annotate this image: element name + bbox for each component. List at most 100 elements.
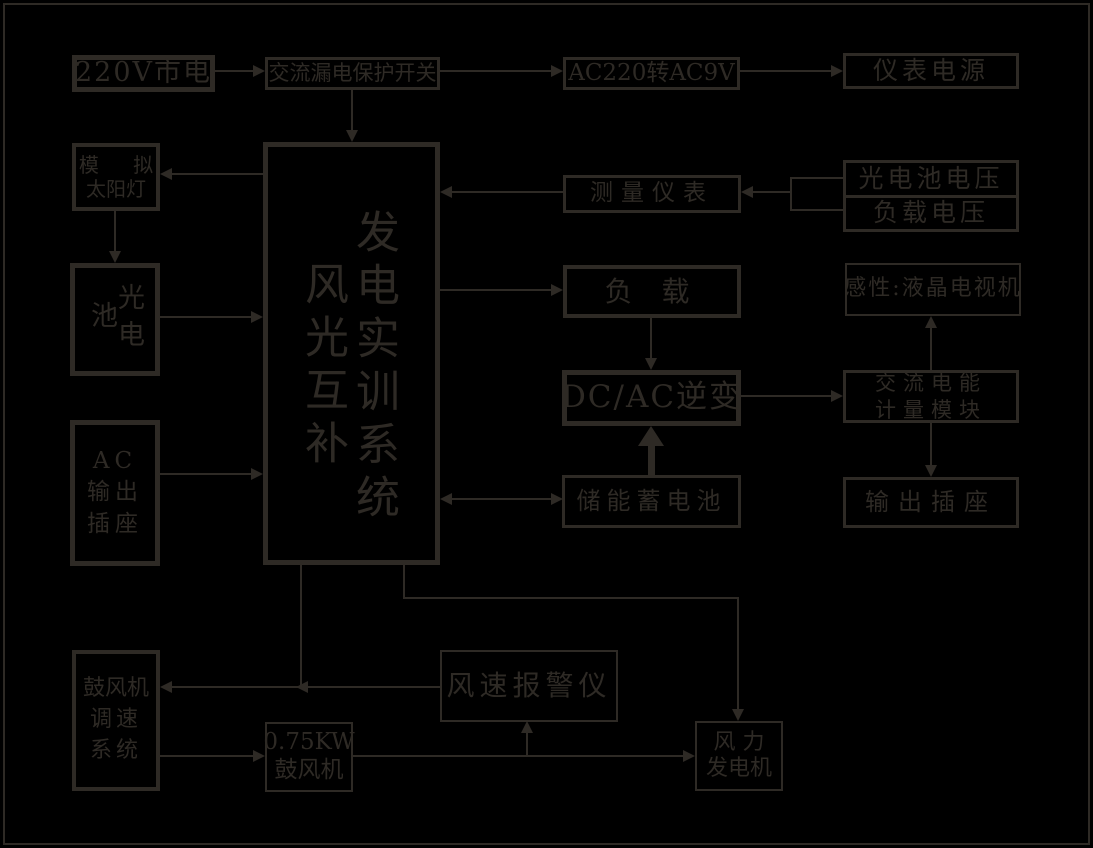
line-main-to-load [440,289,551,291]
load-voltage-label: 负载电压 [872,198,989,228]
node-ac-outlet: AC 输出 插座 [70,420,160,566]
node-solar-lamp-line2: 太阳灯 [86,177,146,201]
line-solar-lamp-to-pv [114,211,116,251]
arrowhead-energy-meter-to-tv [925,316,937,328]
node-dc-ac-inverter-label: DC/AC逆变 [560,379,743,416]
arrowhead-pv-to-main [251,311,263,323]
connector-voltage-bracket [790,177,846,211]
line-ac220-to-instrument [740,70,833,72]
node-load: 负 载 [563,265,741,318]
arrowhead-energy-meter-to-socket [925,465,937,477]
line-energy-meter-to-socket [930,423,932,465]
arrowhead-main-to-windgen [732,709,744,721]
node-inductive-tv-label: 感性:液晶电视机 [844,276,1022,302]
arrowhead-blower-to-windgen [683,750,695,762]
line-pv-to-main [160,316,251,318]
arrowhead-leakage-to-ac220 [551,65,563,77]
node-storage-battery-label: 储能蓄电池 [576,487,727,516]
line-voltage-to-measure [753,191,790,193]
node-measure-meter-label: 测量仪表 [590,180,714,207]
node-blower-line2: 鼓风机 [274,757,344,783]
node-pv-cell: 光电池 [70,263,160,376]
arrowhead-battery-to-main [440,493,452,505]
node-ac-outlet-line1: AC [92,448,138,475]
line-leakage-to-ac220 [440,70,553,72]
line-main-drop-right [403,565,405,599]
node-blower-speed-ctrl-line3: 系统 [89,737,142,763]
node-wind-alarm: 风速报警仪 [440,650,618,722]
arrowhead-inverter-to-energy-meter [831,390,843,402]
node-pv-load-voltage: 光电池电压 负载电压 [843,160,1019,232]
line-branch-to-alarm [526,733,528,757]
line-ac-outlet-to-main [160,473,251,475]
node-blower-speed-ctrl: 鼓风机 调速 系统 [72,650,160,791]
node-storage-battery: 储能蓄电池 [562,475,741,528]
node-blower: 0.75KW 鼓风机 [263,722,355,792]
node-dc-ac-inverter: DC/AC逆变 [560,370,743,426]
arrowhead-ac-outlet-to-main [251,468,263,480]
pv-voltage-label: 光电池电压 [858,163,1004,193]
node-ac-outlet-line2: 输出 [87,479,143,506]
arrowhead-leakage-to-main [346,130,358,142]
arrowhead-main-to-solar-lamp [160,168,172,180]
node-pv-cell-label: 光电池 [86,282,144,357]
node-instrument-power: 仪表电源 [843,53,1019,89]
node-ac-energy-meter-line2: 计量模块 [875,397,987,422]
node-ac220-to-ac9v: AC220转AC9V [563,57,740,90]
line-leakage-to-main [351,90,353,130]
node-leakage-switch-label: 交流漏电保护开关 [268,60,437,85]
node-ac-energy-meter: 交流电能 计量模块 [843,370,1019,423]
arrowhead-mains-to-leakage [253,65,265,77]
node-pv-load-voltage-row2: 负载电压 [846,194,1016,230]
node-inductive-tv: 感性:液晶电视机 [844,263,1022,316]
line-measure-to-main [452,191,563,193]
node-wind-generator: 风 力 发电机 [695,721,783,791]
node-solar-lamp-line1: 模 拟 [78,153,168,177]
node-wind-alarm-label: 风速报警仪 [446,669,612,703]
node-main-system-col-right: 发电实训系统 [348,209,399,527]
line-blower-to-windgen [353,755,683,757]
arrowhead-ac220-to-instrument [831,65,843,77]
arrowhead-load-to-inverter [645,358,657,370]
arrowhead-measure-to-main [440,186,452,198]
node-blower-speed-ctrl-line1: 鼓风机 [82,676,149,702]
node-instrument-power-label: 仪表电源 [872,56,989,85]
node-wind-generator-line1: 风 力 [713,729,765,755]
line-main-to-windgen-horizontal [403,597,739,599]
line-main-drop-left [300,565,302,688]
line-energy-meter-to-tv [930,328,932,370]
line-speed-ctrl-to-blower [160,755,253,757]
node-blower-line1: 0.75KW [263,729,355,756]
node-blower-speed-ctrl-line2: 调速 [89,707,142,733]
node-mains-220v-label: 220V市电 [74,57,213,89]
arrowhead-speed-ctrl-to-blower [253,750,265,762]
arrowhead-feedback-mid [296,681,308,693]
arrowhead-battery-to-inverter [638,426,664,446]
node-measure-meter: 测量仪表 [563,175,741,213]
line-inverter-to-energy-meter [741,395,831,397]
node-mains-220v: 220V市电 [72,55,215,92]
node-leakage-switch: 交流漏电保护开关 [265,57,440,90]
node-pv-load-voltage-row1: 光电池电压 [846,163,1016,195]
arrowhead-branch-to-alarm [521,721,533,733]
line-mains-to-leakage [215,70,255,72]
node-ac220-to-ac9v-label: AC220转AC9V [568,59,735,86]
line-main-battery-bidirectional [452,498,551,500]
node-solar-lamp: 模 拟 太阳灯 [72,143,160,211]
line-main-to-windgen-vertical [737,597,739,710]
line-main-to-solar-lamp [172,173,263,175]
arrowhead-solar-lamp-to-pv [109,251,121,263]
line-battery-to-inverter-thick [648,446,655,475]
node-load-label: 负 载 [604,274,700,308]
node-ac-outlet-line3: 插座 [87,510,143,537]
node-main-system: 发电实训系统 风光互补 [263,142,440,565]
node-main-system-col-left: 风光互补 [297,261,348,473]
arrowhead-main-to-load [551,284,563,296]
node-ac-energy-meter-line1: 交流电能 [875,371,987,396]
line-load-to-inverter [650,318,652,358]
arrowhead-main-to-battery [551,493,563,505]
arrowhead-voltage-to-measure [741,186,753,198]
node-wind-generator-line2: 发电机 [705,756,772,781]
arrowhead-into-speed-ctrl [160,681,172,693]
